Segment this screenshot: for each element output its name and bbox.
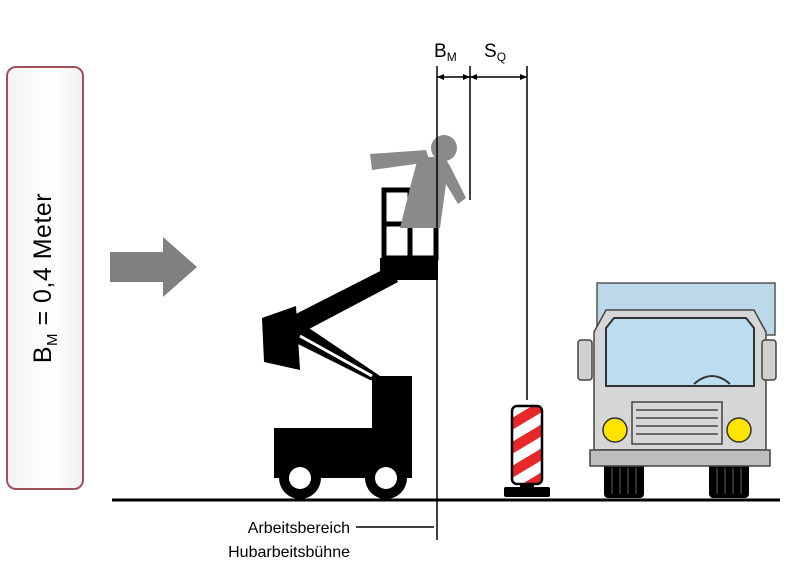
dimension-arrowheads	[437, 74, 527, 80]
sq-label: SQ	[484, 41, 506, 64]
lift-platform-icon	[262, 187, 439, 499]
caption-work-area: Arbeitsbereich	[247, 520, 350, 537]
right-arrow-icon	[110, 237, 197, 297]
dimension-lines	[436, 66, 528, 540]
caption-platform: Hubarbeitsbühne	[228, 544, 350, 561]
warning-beacon-icon	[504, 404, 550, 497]
bm-label: BM	[434, 41, 457, 64]
truck-icon	[577, 282, 777, 498]
side-label-box: BM = 0,4 Meter	[6, 66, 84, 490]
